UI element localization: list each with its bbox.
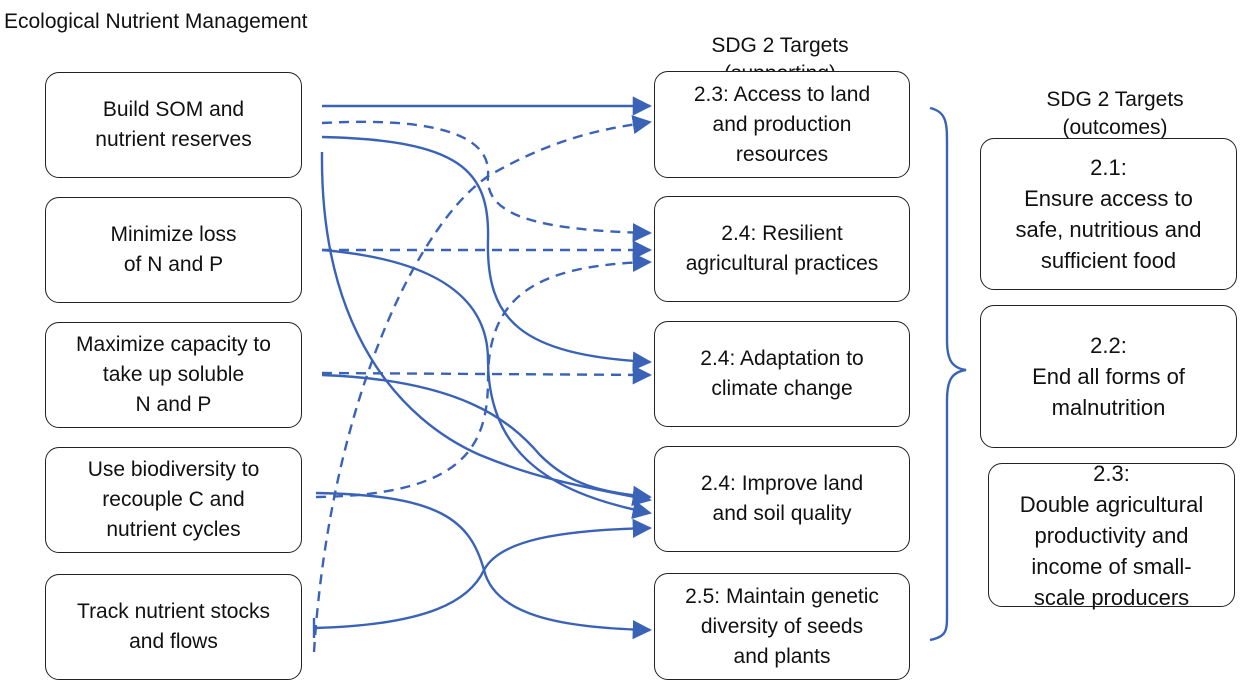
link-p2-s4 (321, 248, 652, 520)
target-label: 2.5: Maintain genetic diversity of seeds… (685, 584, 879, 668)
link-p5-s1 (312, 115, 652, 653)
target-2-3-access-land: 2.3: Access to land and production resou… (654, 71, 910, 178)
outcome-2-3-productivity: 2.3: Double agricultural productivity an… (988, 461, 1235, 610)
link-p4-s2 (315, 252, 652, 499)
link-p1-s4 (320, 151, 652, 507)
target-2-4-adaptation: 2.4: Adaptation to climate change (654, 321, 910, 427)
heading-practices-text: Ecological Nutrient Management (4, 10, 308, 33)
outcome-2-2-malnutrition: 2.2: End all forms of malnutrition (980, 305, 1237, 448)
heading-outcomes-text: SDG 2 Targets (outcomes) (1046, 88, 1184, 139)
outcome-2-1-food-access: 2.1: Ensure access to safe, nutritious a… (980, 138, 1237, 290)
link-p1-s3 (321, 135, 652, 371)
practice-track-nutrients: Track nutrient stocks and flows (45, 574, 302, 680)
practice-maximize-capacity: Maximize capacity to take up soluble N a… (45, 322, 302, 428)
target-label: 2.3: Access to land and production resou… (693, 82, 871, 166)
target-label: 2.4: Adaptation to climate change (700, 347, 864, 400)
target-2-5-genetic-diversity: 2.5: Maintain genetic diversity of seeds… (654, 573, 910, 680)
target-label: 2.4: Improve land and soil quality (700, 472, 864, 525)
practice-label: Use biodiversity to recouple C and nutri… (87, 458, 260, 541)
link-p3-s3 (321, 365, 652, 385)
practice-label: Build SOM and nutrient reserves (95, 98, 252, 151)
outcome-label: 2.1: Ensure access to safe, nutritious a… (1015, 155, 1202, 273)
supporting-brace (929, 106, 967, 642)
outcome-label: 2.2: End all forms of malnutrition (1032, 333, 1185, 420)
link-p5-s4 (313, 518, 652, 630)
target-2-4-soil-quality: 2.4: Improve land and soil quality (654, 446, 910, 552)
link-p4-s5 (315, 491, 652, 640)
heading-practices: Ecological Nutrient Management (4, 8, 308, 36)
practice-label: Track nutrient stocks and flows (77, 600, 270, 653)
target-label: 2.4: Resilient agricultural practices (685, 222, 879, 275)
practice-use-biodiversity: Use biodiversity to recouple C and nutri… (45, 447, 302, 553)
practice-minimize-loss: Minimize loss of N and P (45, 197, 302, 303)
practice-label: Maximize capacity to take up soluble N a… (76, 333, 271, 416)
practice-build-som: Build SOM and nutrient reserves (45, 72, 302, 178)
link-p3-s4 (321, 373, 652, 505)
target-2-4-resilient: 2.4: Resilient agricultural practices (654, 196, 910, 302)
practice-label: Minimize loss of N and P (110, 223, 237, 276)
outcome-label: 2.3: Double agricultural productivity an… (1019, 460, 1204, 610)
heading-outcomes: SDG 2 Targets (outcomes) (990, 58, 1240, 142)
